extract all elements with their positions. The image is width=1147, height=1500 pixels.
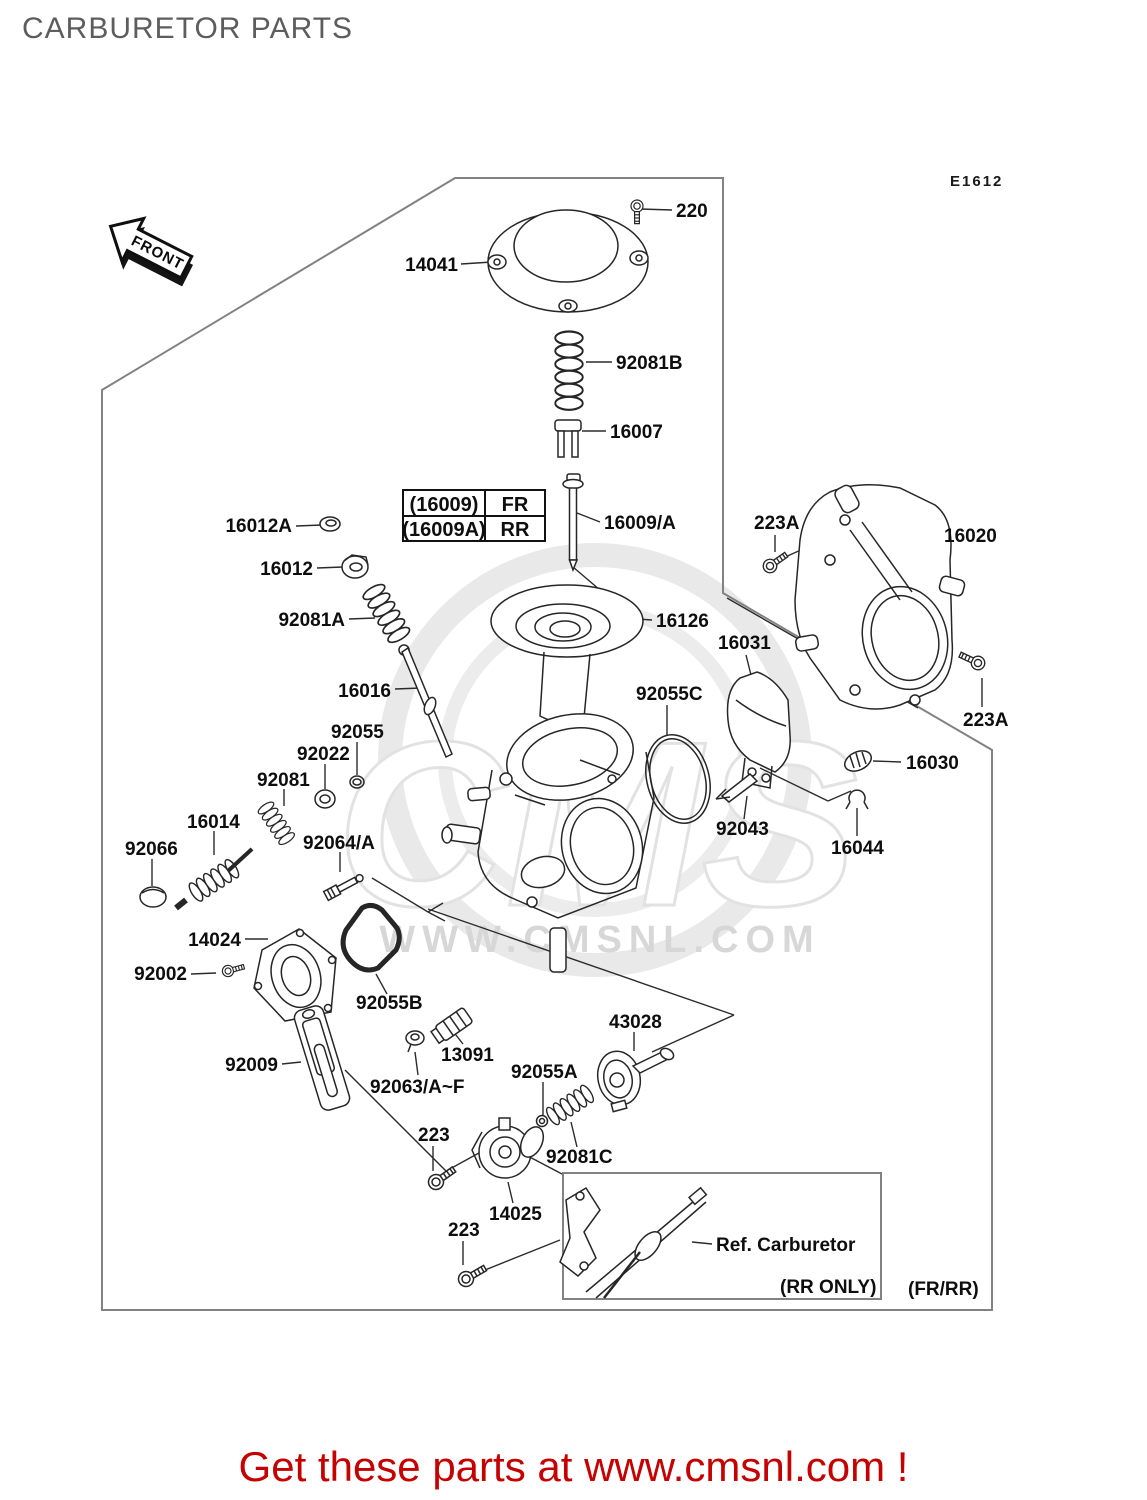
part-drawing-plug-92066: [139, 886, 167, 908]
part-label-16007: 16007: [610, 422, 663, 443]
part-label-92055C: 92055C: [636, 684, 703, 705]
part-drawing-ring-92055A: [535, 1114, 549, 1128]
part-drawing-chamber-cover-14041: [487, 209, 649, 313]
part-drawing-cable-assembly: [559, 1186, 708, 1299]
part-drawing-plunger-13091: [430, 1007, 473, 1045]
part-label-16012A: 16012A: [225, 516, 292, 537]
part-drawing-screw-223-2: [455, 1260, 490, 1290]
part-label-13091: 13091: [441, 1045, 494, 1066]
table-cell-code-fr: (16009): [410, 494, 479, 516]
note-rr-only: (RR ONLY): [780, 1277, 876, 1298]
part-label-92055B: 92055B: [356, 993, 423, 1014]
part-label-92009: 92009: [225, 1055, 278, 1076]
part-label-223-2: 223: [448, 1220, 480, 1241]
page-title: CARBURETOR PARTS: [22, 12, 354, 45]
part-label-92081C: 92081C: [546, 1147, 613, 1168]
part-drawing-sensor-16031: [726, 671, 791, 789]
part-drawing-diaphragm-16126: [490, 584, 644, 724]
part-label-92002: 92002: [134, 964, 187, 985]
table-cell-pos-fr: FR: [502, 494, 529, 516]
part-drawing-oring-92055B: [340, 902, 402, 973]
front-arrow: FRONT: [108, 216, 194, 287]
part-label-16016: 16016: [338, 681, 391, 702]
part-drawing-carburetor-body: [441, 713, 655, 973]
part-label-223A-1: 223A: [754, 513, 800, 534]
part-drawing-spring-92081A: [360, 580, 413, 647]
part-drawing-pin-92043: [715, 772, 759, 803]
part-drawing-needle-clip-16007: [554, 419, 582, 458]
cmsnl-link[interactable]: Get these parts at www.cmsnl.com !: [238, 1443, 909, 1490]
part-drawing-float-bowl-14024: [253, 928, 337, 1022]
part-drawing-pilot-screw-16014: [174, 847, 254, 911]
part-drawing-jet-needle-16016: [398, 644, 453, 759]
diagram-border: [101, 177, 993, 1311]
part-label-16030: 16030: [906, 753, 959, 774]
part-label-92043: 92043: [716, 819, 769, 840]
part-label-223A-2: 223A: [963, 710, 1009, 731]
part-label-16020: 16020: [944, 526, 997, 547]
part-drawing-needle-92064: [322, 873, 364, 902]
part-drawing-screw-220: [630, 199, 644, 225]
diagram-notes: Ref. Carburetor (RR ONLY) (FR/RR): [716, 1235, 979, 1300]
part-drawing-body-16020: [794, 484, 966, 710]
part-drawing-strainer-16030: [844, 750, 872, 772]
part-label-92055: 92055: [331, 722, 384, 743]
part-label-16044: 16044: [831, 838, 884, 859]
note-fr-rr: (FR/RR): [908, 1279, 979, 1300]
part-drawing-spring-92081C: [543, 1082, 597, 1128]
note-ref-carburetor: Ref. Carburetor: [716, 1235, 856, 1256]
watermark-url: WWW.CMSNL.COM: [379, 919, 820, 961]
part-drawing-nut-16012: [341, 554, 369, 579]
part-drawing-jet-92063: [405, 1030, 425, 1053]
table-cell-code-rr: (16009A): [402, 519, 485, 541]
part-label-92081: 92081: [257, 770, 310, 791]
part-labels: 220 14041 92081B 16007 16009/A 16012A 16…: [125, 201, 1009, 1241]
part-label-92066: 92066: [125, 839, 178, 860]
part-label-223-1: 223: [418, 1125, 450, 1146]
variant-table: (16009) FR (16009A) RR: [402, 489, 546, 542]
part-label-16012: 16012: [260, 559, 313, 580]
part-drawing-screw-16009: [562, 473, 584, 573]
part-drawing-bolt-223A-1: [759, 548, 791, 577]
part-drawing-spring-92081B: [554, 330, 584, 411]
part-label-16126: 16126: [656, 611, 709, 632]
part-label-92081A: 92081A: [278, 610, 345, 631]
part-label-92063: 92063/A~F: [370, 1077, 465, 1098]
part-label-43028: 43028: [609, 1012, 662, 1033]
part-drawing-ring-92055: [349, 775, 365, 789]
part-label-92022: 92022: [297, 744, 350, 765]
part-label-14041: 14041: [405, 255, 458, 276]
part-drawing-washer-92022: [314, 789, 336, 809]
part-drawing-bolt-223A-2: [956, 647, 988, 673]
part-drawing-screw-92002: [220, 960, 246, 979]
part-drawing-valve-43028: [596, 1047, 675, 1113]
part-drawing-spring-92081: [255, 799, 297, 848]
part-label-14025: 14025: [489, 1204, 542, 1225]
part-drawing-valve-14025: [471, 1117, 545, 1179]
part-label-220: 220: [676, 201, 708, 222]
part-label-16031: 16031: [718, 633, 771, 654]
table-cell-pos-rr: RR: [501, 519, 530, 541]
part-label-16009: 16009/A: [604, 513, 676, 534]
part-drawing-clip-16044: [845, 789, 869, 810]
part-label-92055A: 92055A: [511, 1062, 578, 1083]
part-label-16014: 16014: [187, 812, 240, 833]
part-drawing-float-92009: [293, 1005, 351, 1111]
part-label-14024: 14024: [188, 930, 241, 951]
part-label-92064: 92064/A: [303, 833, 375, 854]
part-label-92081B: 92081B: [616, 353, 683, 374]
part-drawing-washer-16012A: [319, 516, 341, 532]
diagram-code: E1612: [950, 173, 1003, 190]
